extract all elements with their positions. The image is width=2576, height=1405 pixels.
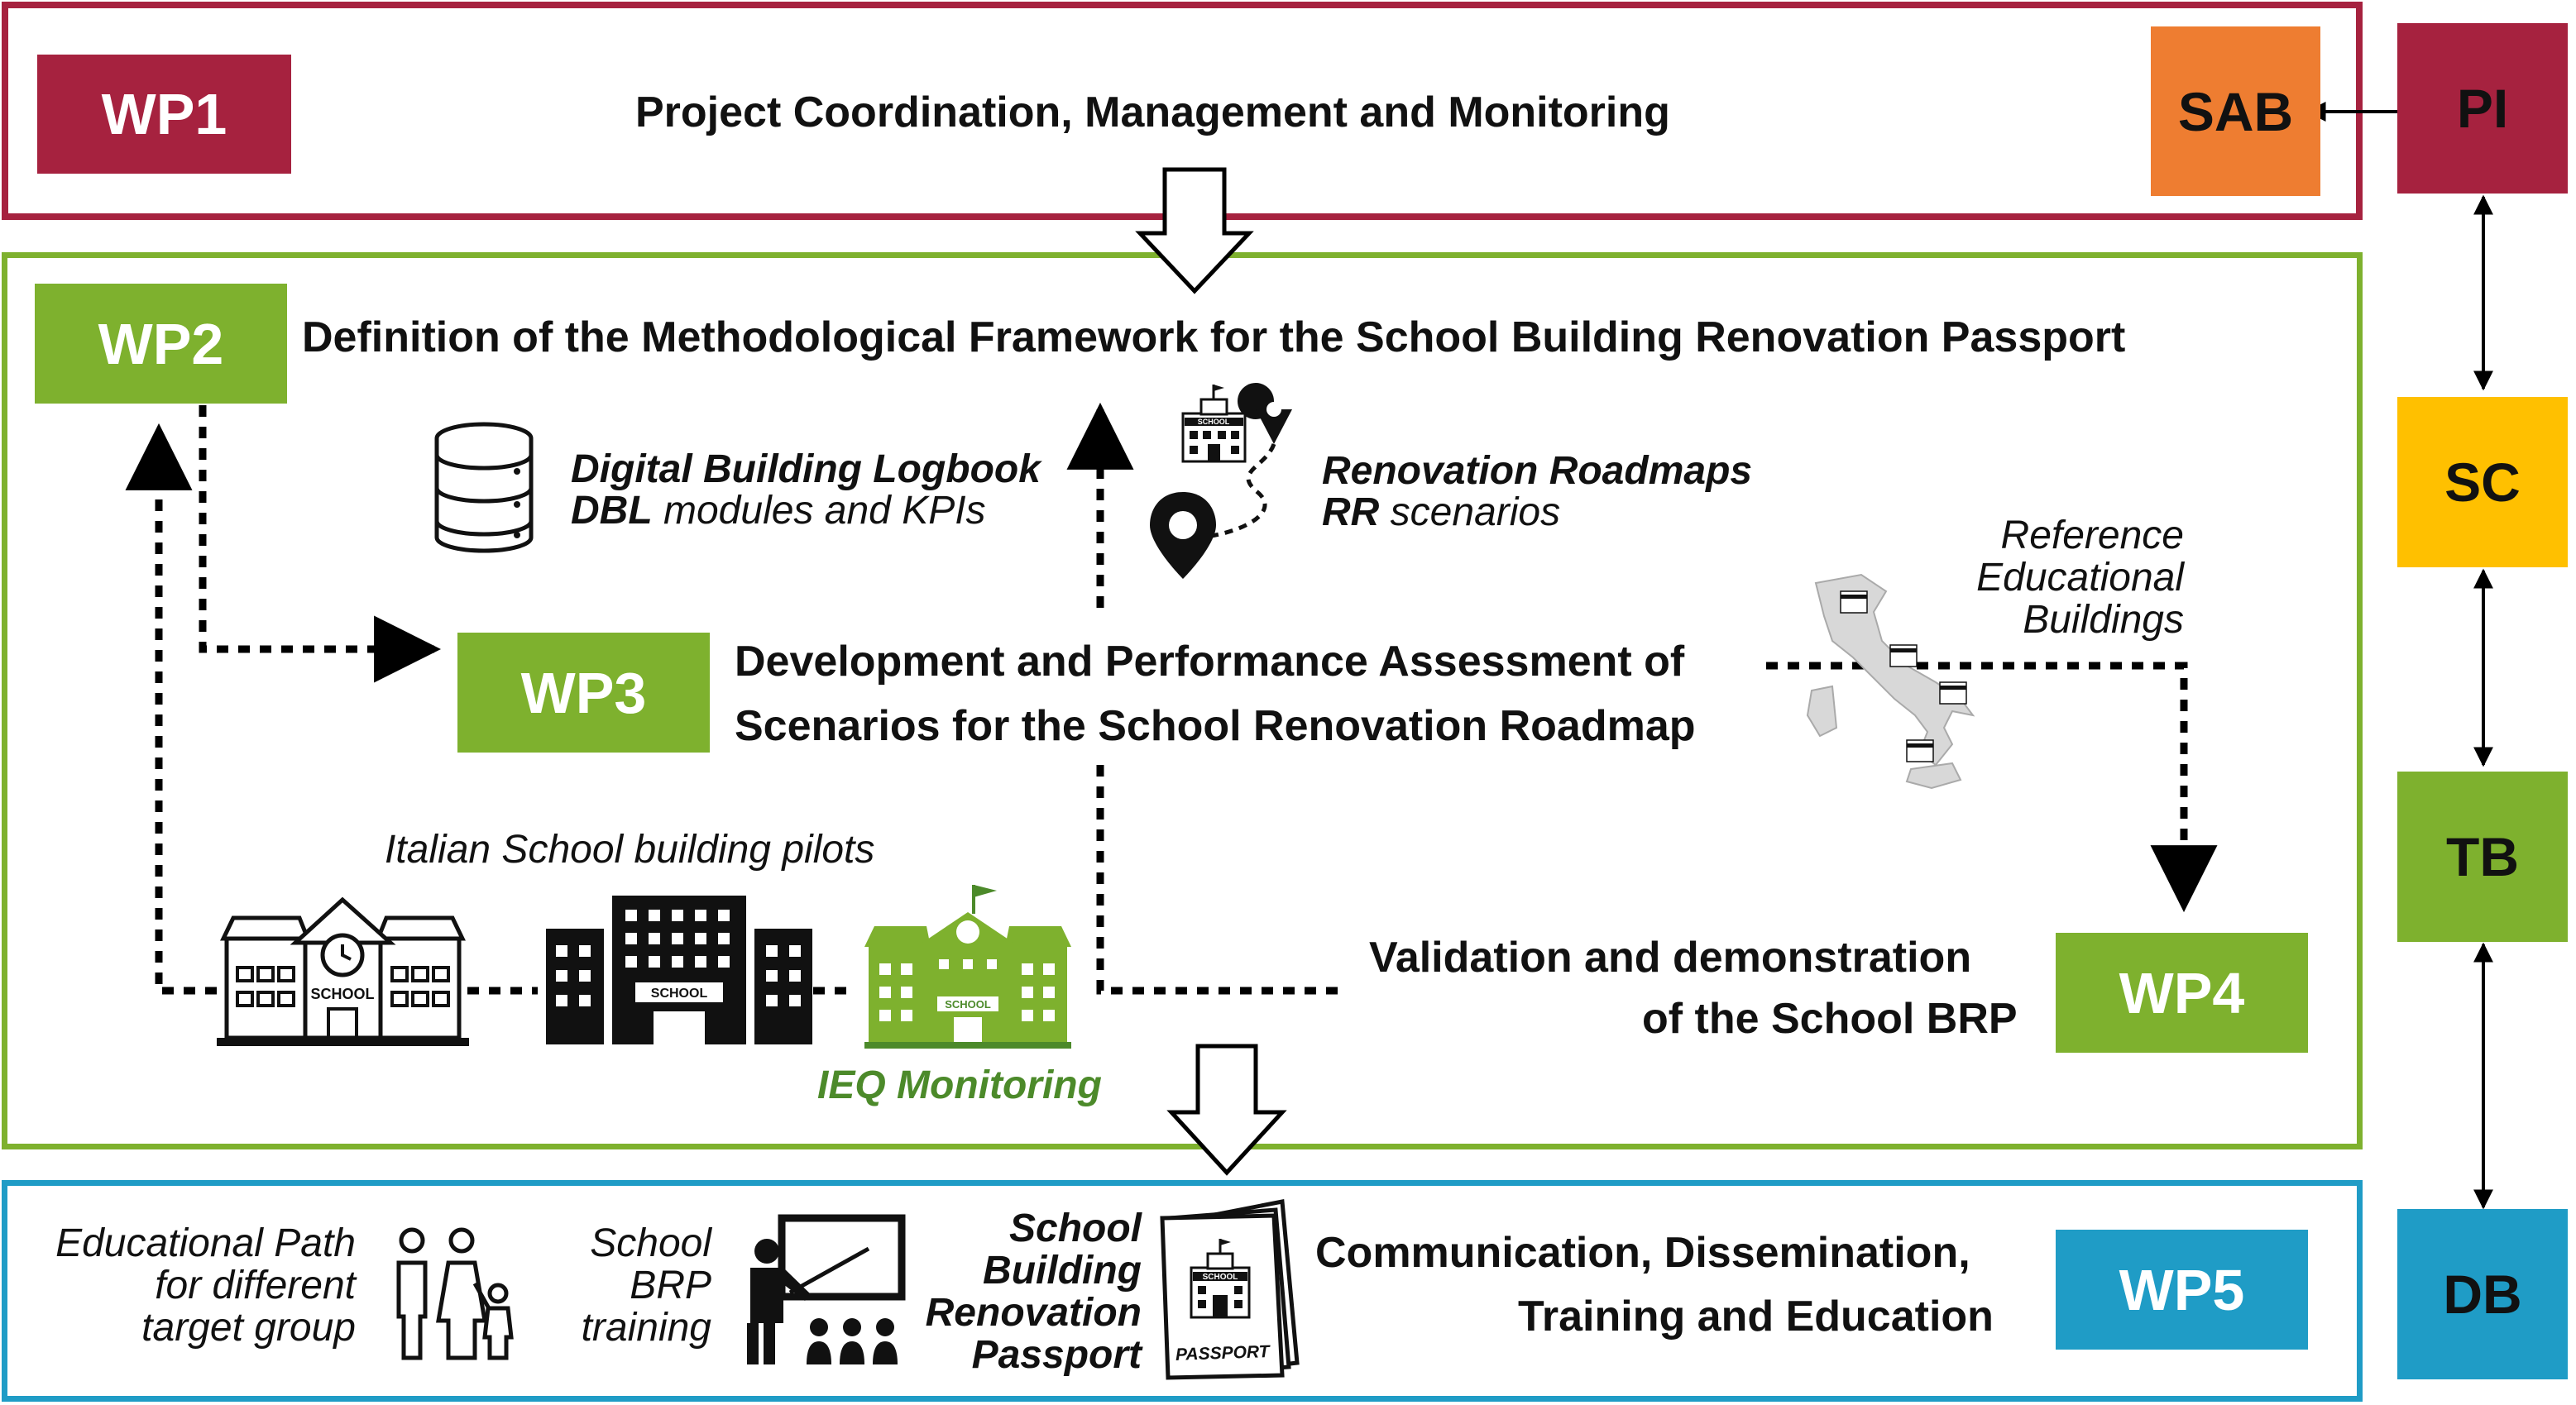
- wp5-label: WP5: [2119, 1257, 2245, 1322]
- wp2-label: WP2: [98, 311, 224, 376]
- sab-box: SAB: [2151, 26, 2320, 196]
- school-sign: SCHOOL: [310, 986, 374, 1002]
- brp-line: School: [590, 1221, 711, 1265]
- edu-line: for different: [155, 1264, 356, 1307]
- database-icon: [434, 422, 534, 553]
- dbl-rest: modules and KPIs: [663, 489, 986, 533]
- passport-caption: School Building Renovation Passport: [869, 1207, 1142, 1376]
- tb-box: TB: [2397, 772, 2568, 942]
- wp4-title-line2: of the School BRP: [1642, 995, 2018, 1043]
- wp3-title-line1: Development and Performance Assessment o…: [735, 638, 1685, 686]
- school-building-icon: SCHOOL: [546, 896, 812, 1044]
- pi-box: PI: [2397, 23, 2568, 194]
- wp4-label: WP4: [2119, 960, 2245, 1025]
- wp5-title-line2: Training and Education: [1518, 1293, 1994, 1340]
- sc-label: SC: [2444, 452, 2521, 513]
- wp3-label: WP3: [520, 660, 647, 725]
- rr-subtitle: RR scenarios: [1322, 490, 1560, 535]
- brp-training-caption: School BRP training: [513, 1222, 711, 1349]
- wp2-title: Definition of the Methodological Framewo…: [302, 313, 2126, 361]
- rr-rest: scenarios: [1390, 490, 1561, 534]
- route-pin-icon: [1150, 492, 1216, 579]
- wp5-title-line1: Communication, Dissemination,: [1315, 1229, 1970, 1277]
- reference-line: Reference: [2000, 514, 2184, 557]
- edu-line: Educational Path: [55, 1221, 356, 1265]
- wp4-box: WP4: [2056, 933, 2308, 1053]
- wp2-to-wp3-flow: [199, 405, 442, 683]
- reference-caption: Reference Educational Buildings: [1820, 514, 2184, 641]
- wp3-down-flow: [1096, 765, 1344, 995]
- hollow-down-arrow-icon: [1135, 167, 1254, 294]
- school-building-icon: SCHOOL: [864, 885, 1071, 1049]
- school-sign: SCHOOL: [651, 987, 708, 1001]
- edu-line: target group: [141, 1306, 356, 1350]
- wp1-box: WP1: [37, 55, 291, 174]
- passport-line: School: [1008, 1207, 1142, 1250]
- rr-abbr: RR: [1322, 490, 1380, 534]
- passport-word: PASSPORT: [1175, 1342, 1271, 1364]
- sc-box: SC: [2397, 397, 2568, 567]
- wp3-box: WP3: [457, 633, 710, 753]
- sab-label: SAB: [2177, 80, 2294, 142]
- brp-line: BRP: [630, 1264, 711, 1307]
- school-map-pin-icon: SCHOOL: [1181, 383, 1292, 540]
- pilots-caption: Italian School building pilots: [385, 828, 875, 872]
- dbl-title: Digital Building Logbook: [571, 447, 1041, 491]
- edu-path-caption: Educational Path for different target gr…: [17, 1222, 356, 1349]
- passport-sign: SCHOOL: [1203, 1273, 1238, 1282]
- wp5-box: WP5: [2056, 1230, 2308, 1350]
- hollow-down-arrow-icon: [1166, 1044, 1287, 1176]
- brp-line: training: [581, 1306, 711, 1350]
- wp1-label: WP1: [101, 82, 227, 146]
- dbl-abbr: DBL: [571, 489, 653, 533]
- teacher-board-icon: [747, 1214, 906, 1364]
- rr-title: Renovation Roadmaps: [1322, 449, 1753, 493]
- wp2-box: WP2: [35, 284, 287, 404]
- ieq-monitoring-caption: IEQ Monitoring: [817, 1063, 1102, 1107]
- passport-line: Passport: [971, 1333, 1142, 1377]
- passport-icon: SCHOOL PASSPORT: [1160, 1199, 1300, 1380]
- school-sign: SCHOOL: [1198, 418, 1230, 426]
- school-building-icon: SCHOOL: [217, 896, 469, 1046]
- passport-line: Building: [983, 1249, 1142, 1293]
- tb-label: TB: [2446, 826, 2519, 887]
- reference-line: Educational: [1976, 556, 2184, 600]
- wp1-title: Project Coordination, Management and Mon…: [635, 88, 1670, 136]
- passport-line: Renovation: [925, 1291, 1142, 1335]
- db-label: DB: [2443, 1264, 2522, 1325]
- dbl-subtitle: DBL modules and KPIs: [571, 488, 986, 533]
- wp4-title-line1: Validation and demonstration: [1369, 934, 1972, 982]
- school-sign: SCHOOL: [945, 998, 991, 1011]
- italy-map-icon: [1806, 573, 1975, 790]
- db-box: DB: [2397, 1209, 2568, 1379]
- wp3-title-line2: Scenarios for the School Renovation Road…: [735, 702, 1696, 750]
- pi-label: PI: [2456, 78, 2509, 139]
- reference-line: Buildings: [2023, 598, 2184, 642]
- pilots-to-wp2-flow: [125, 423, 217, 995]
- family-icon: [396, 1227, 514, 1360]
